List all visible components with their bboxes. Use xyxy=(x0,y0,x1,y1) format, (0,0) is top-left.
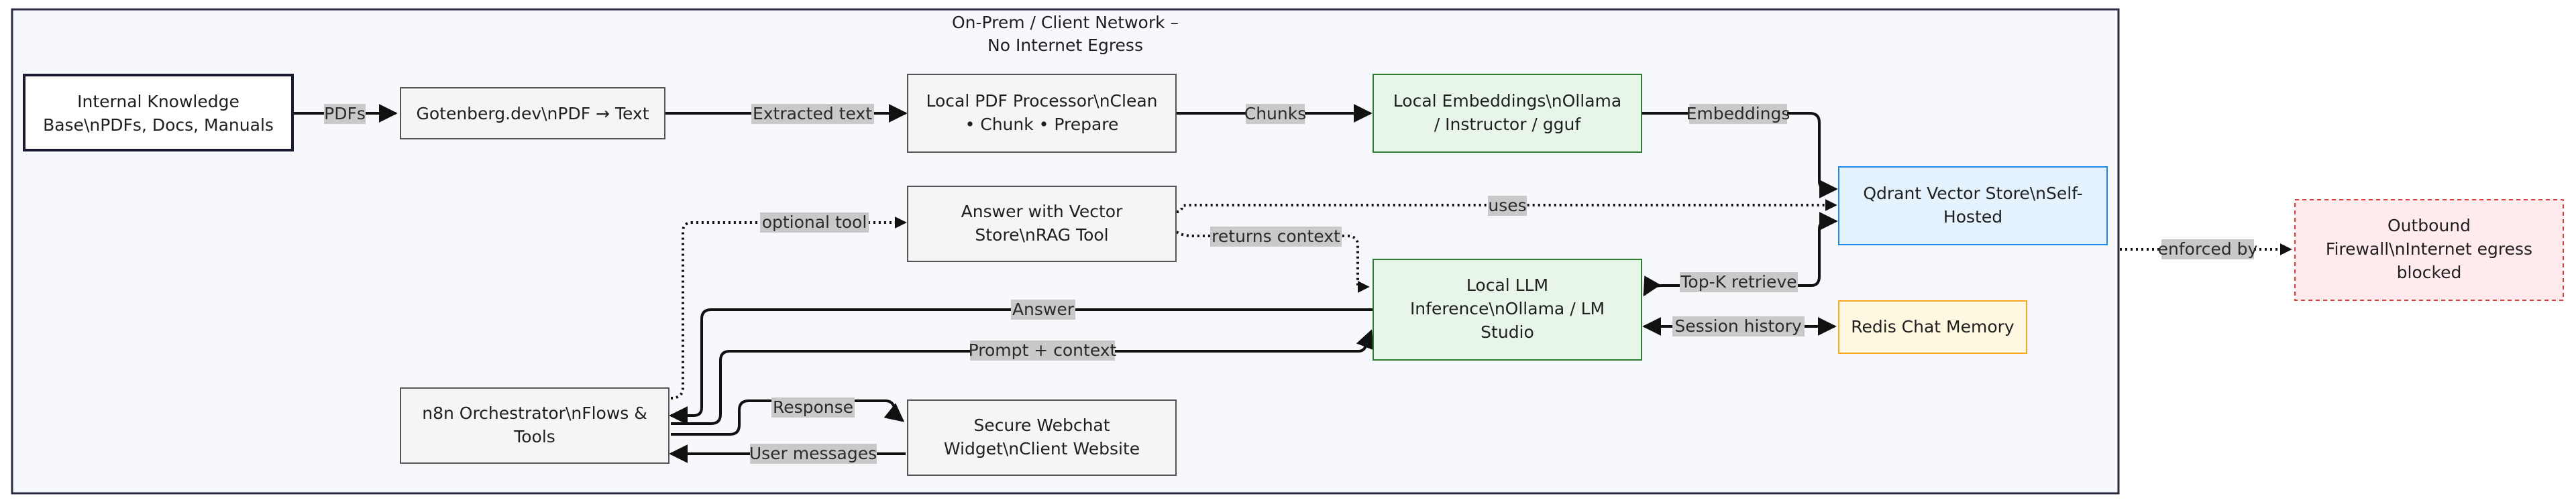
edge-label-prompt-context-text: Prompt + context xyxy=(969,340,1117,360)
edge-label-top-k-retrieve: Top-K retrieve xyxy=(1680,272,1798,292)
edge-label-answer: Answer xyxy=(1011,300,1075,320)
node-rag-tool-line-1: Answer with Vector xyxy=(961,202,1123,221)
edge-label-returns-context-text: returns context xyxy=(1212,227,1340,246)
edge-label-optional-tool: optional tool xyxy=(760,212,869,233)
node-local-pdf-processor-line-2: • Chunk • Prepare xyxy=(965,115,1119,134)
node-internal-knowledge-base[interactable]: Internal Knowledge Base\nPDFs, Docs, Man… xyxy=(23,74,294,151)
edge-prompt-context xyxy=(671,329,1374,425)
node-internal-knowledge-base-line-2: Base\nPDFs, Docs, Manuals xyxy=(43,115,274,135)
edge-label-session-history-text: Session history xyxy=(1674,316,1802,336)
node-rag-tool[interactable]: Answer with Vector Store\nRAG Tool xyxy=(907,186,1177,262)
node-local-embeddings-line-1: Local Embeddings\nOllama xyxy=(1393,91,1621,111)
edge-label-response: Response xyxy=(771,397,855,418)
node-local-pdf-processor-line-1: Local PDF Processor\nClean xyxy=(926,91,1157,111)
node-local-embeddings-line-2: / Instructor / gguf xyxy=(1434,115,1582,134)
node-qdrant-vector-store[interactable]: Qdrant Vector Store\nSelf- Hosted xyxy=(1838,166,2108,245)
edge-label-session-history: Session history xyxy=(1672,316,1805,336)
edge-label-prompt-context: Prompt + context xyxy=(969,340,1117,361)
edge-label-uses-text: uses xyxy=(1488,196,1526,215)
node-local-pdf-processor[interactable]: Local PDF Processor\nClean • Chunk • Pre… xyxy=(907,74,1177,153)
node-outbound-firewall[interactable]: Outbound Firewall\nInternet egress block… xyxy=(2294,199,2564,301)
node-webchat-line-1: Secure Webchat xyxy=(973,416,1110,435)
node-local-embeddings[interactable]: Local Embeddings\nOllama / Instructor / … xyxy=(1373,74,1642,153)
node-local-llm-line-3: Studio xyxy=(1481,322,1534,342)
node-firewall-line-1: Outbound xyxy=(2387,216,2471,235)
edge-label-optional-tool-text: optional tool xyxy=(762,212,867,232)
edge-label-embeddings-text: Embeddings xyxy=(1686,104,1790,123)
node-n8n-line-1: n8n Orchestrator\nFlows & xyxy=(422,403,647,423)
edge-embeddings xyxy=(1642,112,1838,198)
node-firewall-line-3: blocked xyxy=(2397,263,2462,282)
node-redis-line-1: Redis Chat Memory xyxy=(1851,317,2015,336)
edge-label-enforced-by-text: enforced by xyxy=(2158,239,2258,259)
edge-label-user-messages-text: User messages xyxy=(749,444,877,463)
edge-optional-tool xyxy=(670,216,907,399)
node-qdrant-line-1: Qdrant Vector Store\nSelf- xyxy=(1863,184,2082,203)
edge-uses xyxy=(1176,199,1837,213)
edge-label-user-messages: User messages xyxy=(749,444,877,464)
edge-label-chunks: Chunks xyxy=(1244,104,1307,124)
node-firewall-line-2: Firewall\nInternet egress xyxy=(2326,239,2532,259)
edge-label-embeddings: Embeddings xyxy=(1686,104,1790,124)
node-local-llm-line-2: Inference\nOllama / LM xyxy=(1410,299,1605,318)
node-internal-knowledge-base-line-1: Internal Knowledge xyxy=(77,92,239,111)
node-secure-webchat[interactable]: Secure Webchat Widget\nClient Website xyxy=(907,399,1177,476)
edge-label-chunks-text: Chunks xyxy=(1244,104,1307,123)
edge-top-k-retrieve xyxy=(1643,212,1838,297)
cluster-title-line-1: On-Prem / Client Network – xyxy=(952,13,1179,32)
edge-label-response-text: Response xyxy=(773,397,853,417)
edge-response xyxy=(671,399,905,436)
edge-label-returns-context: returns context xyxy=(1210,227,1342,247)
edge-answer xyxy=(669,308,1373,425)
node-rag-tool-line-2: Store\nRAG Tool xyxy=(975,225,1108,245)
edge-label-enforced-by: enforced by xyxy=(2158,239,2258,259)
node-n8n-line-2: Tools xyxy=(513,427,555,446)
node-n8n-orchestrator[interactable]: n8n Orchestrator\nFlows & Tools xyxy=(400,387,669,464)
edge-label-answer-text: Answer xyxy=(1012,300,1075,319)
edge-label-extracted-text-text: Extracted text xyxy=(753,104,872,123)
edge-label-pdfs-text: PDFs xyxy=(324,104,366,123)
edge-label-pdfs: PDFs xyxy=(324,104,366,124)
edge-label-uses: uses xyxy=(1488,196,1527,216)
edge-label-extracted-text: Extracted text xyxy=(751,104,874,124)
node-gotenberg[interactable]: Gotenberg.dev\nPDF → Text xyxy=(400,87,665,139)
node-gotenberg-line-1: Gotenberg.dev\nPDF → Text xyxy=(416,104,649,123)
node-local-llm-line-1: Local LLM xyxy=(1466,275,1548,295)
node-redis-chat-memory[interactable]: Redis Chat Memory xyxy=(1838,300,2027,354)
node-local-llm[interactable]: Local LLM Inference\nOllama / LM Studio xyxy=(1373,259,1642,361)
node-qdrant-line-2: Hosted xyxy=(1943,207,2002,227)
cluster-title-line-2: No Internet Egress xyxy=(987,36,1143,55)
edge-label-top-k-retrieve-text: Top-K retrieve xyxy=(1680,272,1796,292)
node-webchat-line-2: Widget\nClient Website xyxy=(944,439,1140,458)
